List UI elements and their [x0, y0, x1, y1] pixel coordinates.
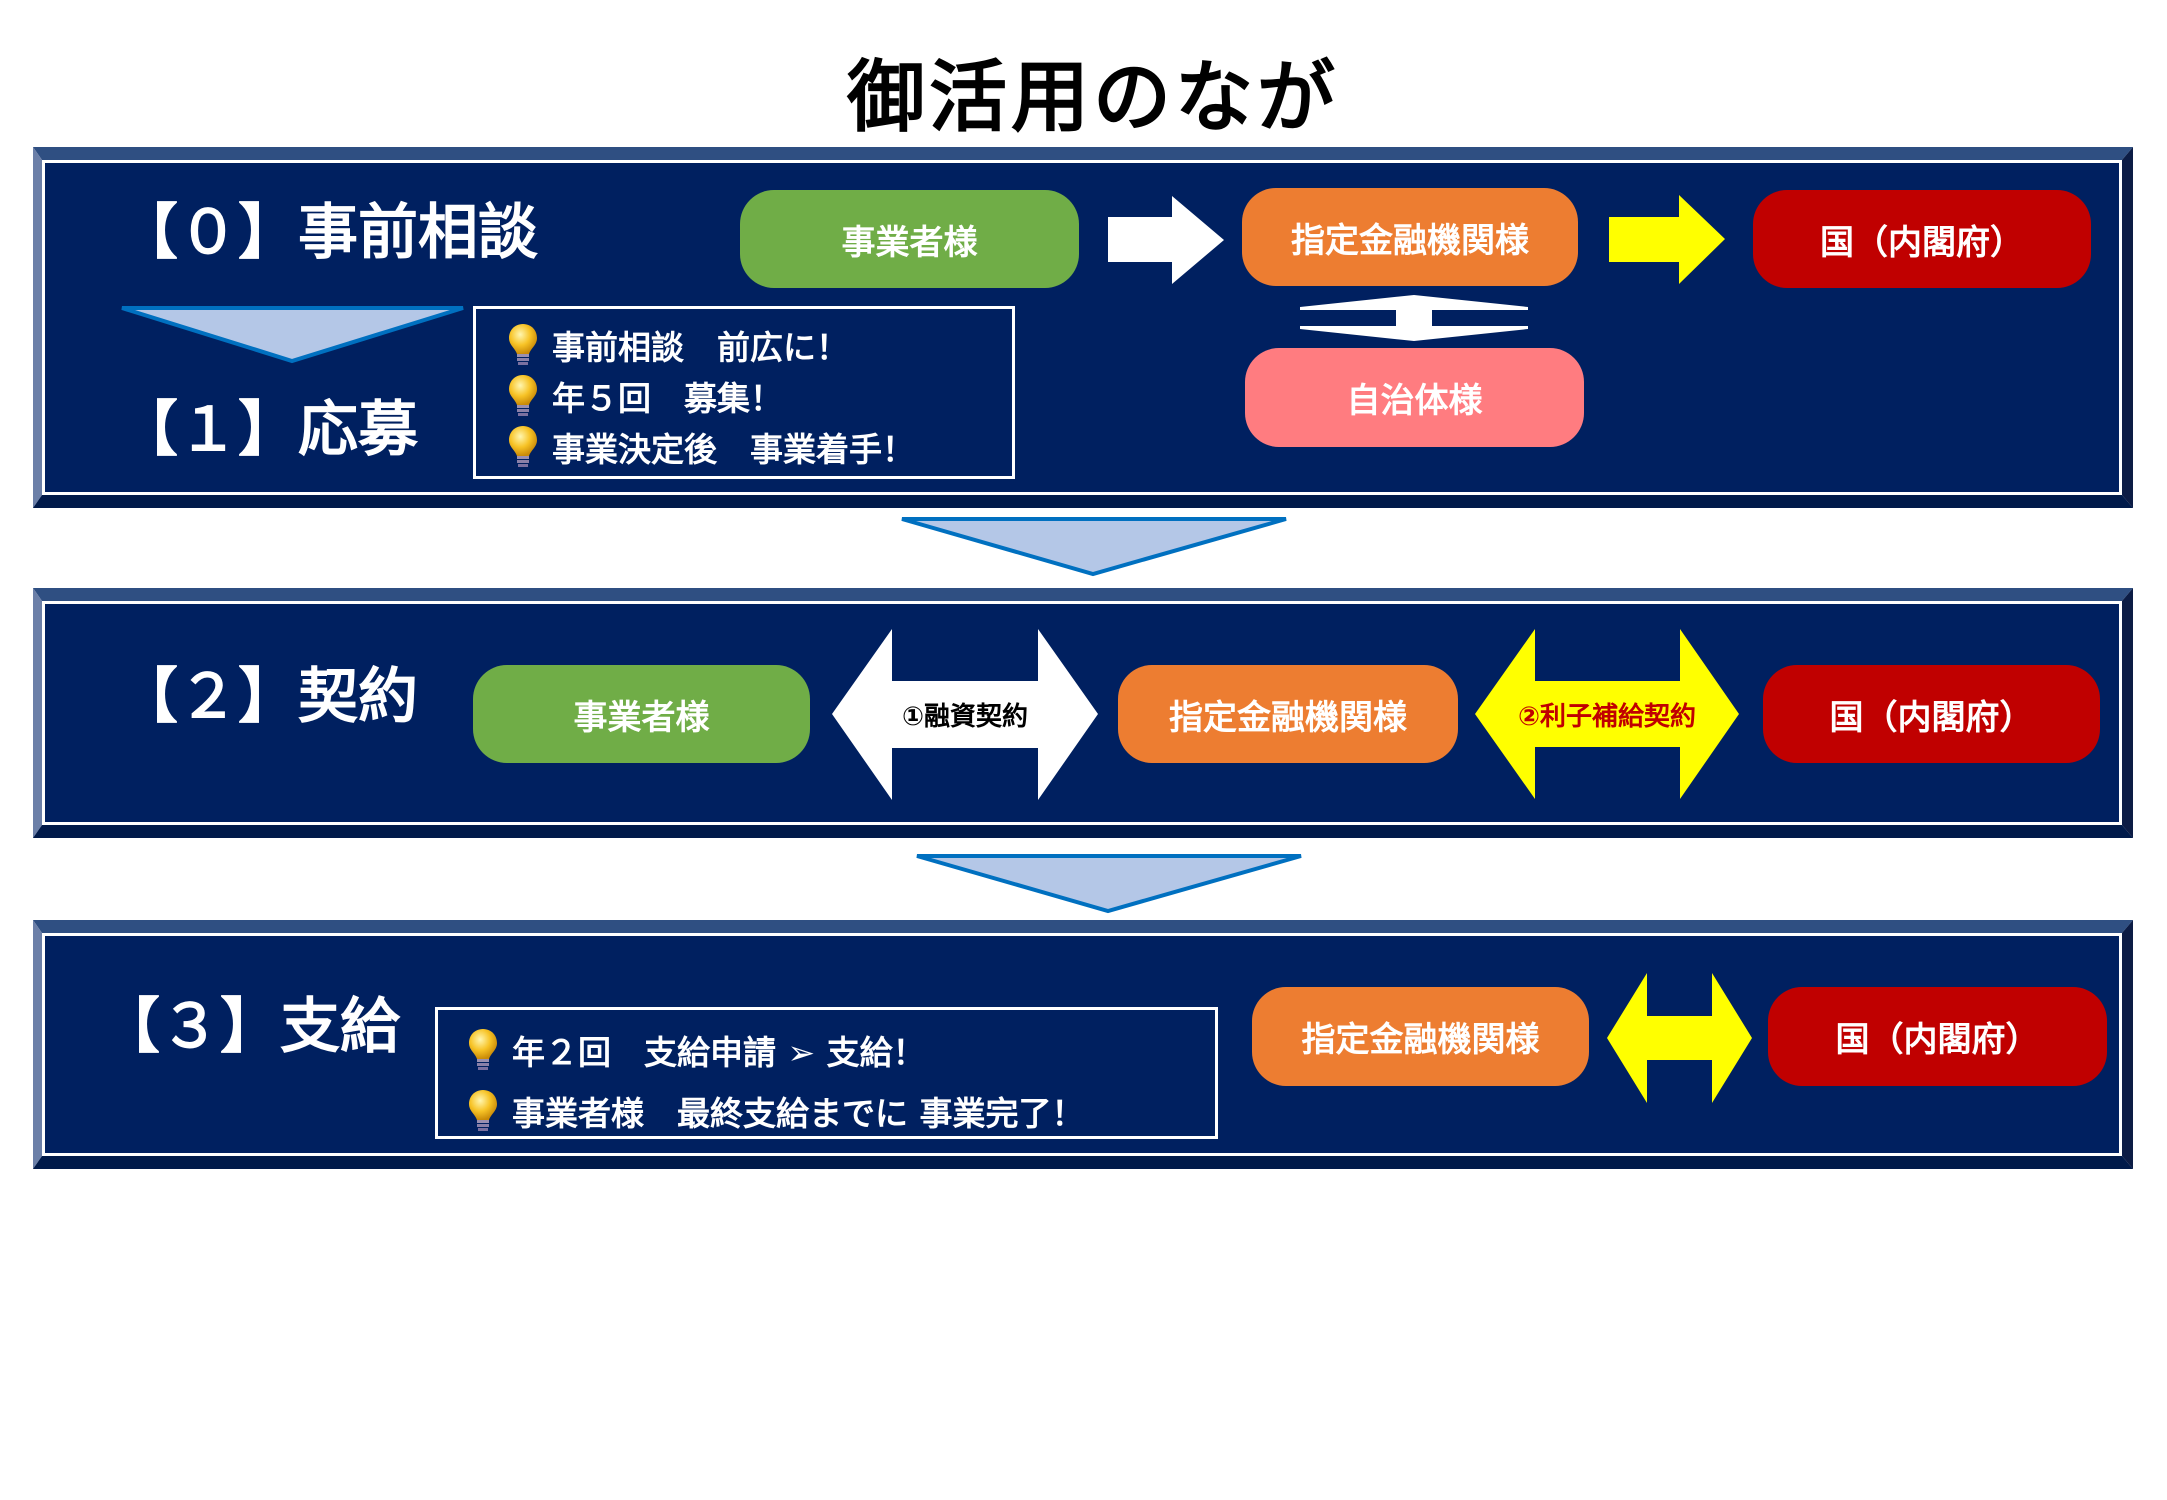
arrow-left-right-icon: [832, 629, 1098, 800]
arrow-left-right-icon: [1607, 973, 1752, 1103]
panel-bevel: [33, 920, 2133, 1169]
arrow-up-down-icon: [1300, 295, 1528, 341]
tip-text: 事前相談 前広に！: [552, 328, 849, 367]
flow-down-arrow-icon: [121, 306, 464, 364]
page-title: 御活用のながれ！: [846, 53, 1339, 243]
flow-down-arrow-icon: [901, 517, 1287, 577]
node-business: 事業者様: [740, 190, 1079, 288]
node-bank: 指定金融機関様: [1242, 188, 1578, 286]
node-business: 事業者様: [473, 665, 810, 763]
tip-text: 事業者様 最終支給までに 事業完了！: [512, 1094, 1085, 1133]
arrow-left-right-icon: [1475, 629, 1739, 799]
flow-down-arrow-icon: [916, 854, 1302, 914]
loan-contract-label: ①融資契約: [901, 702, 1028, 732]
lightbulb-icon: [466, 1088, 500, 1134]
step-heading-contract: 【２】契約: [118, 662, 418, 732]
node-government: 国（内閣府）: [1753, 190, 2091, 288]
tip-item: 年２回 支給申請 ➢ 支給！: [466, 1026, 926, 1074]
tip-text: 年２回 支給申請 ➢ 支給！: [512, 1033, 926, 1072]
tips-box-consultation: 事前相談 前広に！ 年５回 募集！ 事業決定後 事業着手！: [473, 306, 1015, 479]
node-government: 国（内閣府）: [1768, 987, 2107, 1086]
tip-item: 事業者様 最終支給までに 事業完了！: [466, 1087, 1085, 1135]
interest-subsidy-contract-label: ②利子補給契約: [1517, 701, 1696, 732]
tip-text: 年５回 募集！: [552, 379, 783, 418]
lightbulb-icon: [466, 1027, 500, 1073]
lightbulb-icon: [506, 424, 540, 470]
arrow-right-icon: [1108, 196, 1224, 284]
arrow-right-icon: [1609, 195, 1725, 284]
step-heading-payment: 【３】支給: [100, 992, 400, 1062]
node-bank: 指定金融機関様: [1118, 665, 1458, 763]
lightbulb-icon: [506, 373, 540, 419]
panel-bevel: [33, 147, 2133, 508]
step-heading-application: 【１】応募: [118, 395, 418, 465]
node-government: 国（内閣府）: [1763, 665, 2100, 763]
lightbulb-icon: [506, 322, 540, 368]
node-municipality: 自治体様: [1245, 348, 1584, 447]
panel-bevel: [33, 588, 2133, 838]
tip-item: 事前相談 前広に！: [506, 321, 849, 369]
tip-text: 事業決定後 事業着手！: [552, 430, 915, 469]
tip-item: 事業決定後 事業着手！: [506, 423, 915, 471]
node-bank: 指定金融機関様: [1252, 987, 1589, 1086]
tips-box-payment: 年２回 支給申請 ➢ 支給！ 事業者様 最終支給までに 事業完了！: [435, 1007, 1218, 1139]
tip-item: 年５回 募集！: [506, 372, 783, 420]
step-heading-consultation: 【０】事前相談: [118, 198, 538, 268]
